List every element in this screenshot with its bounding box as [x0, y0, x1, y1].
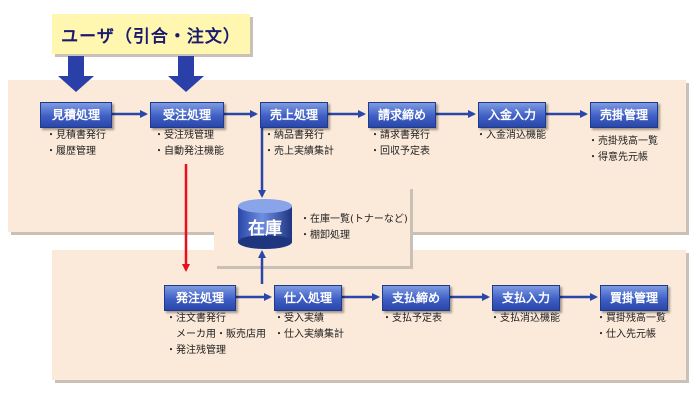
sub-payment-close: ・支払予定表	[382, 313, 442, 324]
sub-purchase-receive: ・受入実績 ・仕入実績集計	[274, 313, 344, 340]
sub-billing-close: ・請求書発行 ・回収予定表	[370, 130, 430, 157]
sub-stock: ・在庫一覧(トナーなど) ・棚卸処理	[300, 214, 408, 241]
user-box: ユーザ（引合・注文）	[52, 14, 250, 54]
node-billing-close: 請求締め	[368, 102, 436, 128]
stock-label: 在庫	[248, 219, 282, 239]
node-estimate: 見積処理	[40, 102, 112, 128]
sub-receivables: ・売掛残高一覧 ・得意先元帳	[588, 136, 658, 163]
node-purchase-receive: 仕入処理	[274, 285, 342, 311]
sub-payment-entry: ・支払消込機能	[490, 313, 560, 324]
purchase-panel	[52, 250, 686, 380]
sub-payables: ・買掛残高一覧 ・仕入先元帳	[596, 313, 666, 340]
sub-estimate: ・見積書発行 ・履歴管理	[46, 130, 106, 157]
sub-purchase-order: ・注文書発行 メーカ用・販売店用 ・発注残管理	[166, 313, 266, 356]
node-payment-close: 支払締め	[382, 285, 450, 311]
user-arrow-quote	[58, 56, 94, 92]
sub-order-receive: ・受注残管理 ・自動発注機能	[154, 128, 224, 160]
node-payment-entry: 支払入力	[492, 285, 560, 311]
sub-payment-receipt: ・入金消込機能	[476, 130, 546, 141]
node-purchase-order: 発注処理	[164, 285, 236, 311]
node-payment-receipt: 入金入力	[478, 102, 546, 128]
user-arrow-order	[168, 56, 204, 92]
auto-order-feature: ・自動発注機能	[154, 146, 224, 157]
node-payables: 買掛管理	[600, 285, 668, 311]
node-sales: 売上処理	[260, 102, 328, 128]
node-receivables: 売掛管理	[590, 102, 658, 128]
node-order-receive: 受注処理	[150, 102, 224, 128]
sub-sales: ・納品書発行 ・売上実績集計	[264, 130, 334, 157]
stock-cylinder	[238, 199, 292, 249]
